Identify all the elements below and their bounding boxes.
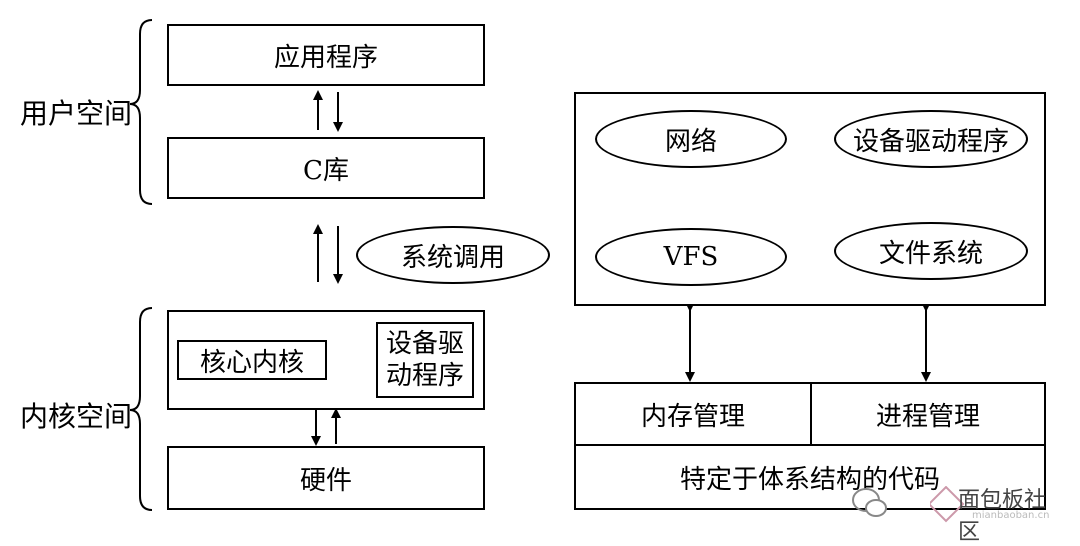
left-device-driver-line1: 设备驱 [385,329,464,359]
network-ellipse: 网络 [595,110,787,168]
watermark-text: 面包板社区 [958,488,1047,545]
right-device-driver-ellipse: 设备驱动程序 [834,110,1028,168]
hardware-label: 硬件 [299,465,352,496]
filesystem-label: 文件系统 [878,238,983,269]
left-device-driver-box: 设备驱 动程序 [376,322,474,398]
arch-code-label: 特定于体系结构的代码 [679,464,940,495]
watermark-subtext: mianbaoban.cn [972,510,1050,521]
user-space-brace [129,19,153,205]
logo-icon [930,486,965,523]
memory-mgmt-box: 内存管理 [574,382,812,446]
hardware-box: 硬件 [167,446,485,510]
memory-mgmt-label: 内存管理 [640,401,745,432]
syscall-ellipse: 系统调用 [356,226,550,284]
kernel-space-label: 内核空间 [20,400,133,433]
vfs-label: VFS [663,242,719,272]
filesystem-ellipse: 文件系统 [834,222,1028,280]
vfs-ellipse: VFS [595,228,787,286]
clib-label: C库 [303,155,349,186]
clib-box: C库 [167,137,485,199]
process-mgmt-label: 进程管理 [875,401,980,432]
watermark: 面包板社区 mianbaoban.cn [850,478,1060,545]
network-label: 网络 [664,126,717,157]
kernel-space-brace [129,307,153,511]
process-mgmt-box: 进程管理 [810,382,1046,446]
syscall-label: 系统调用 [400,242,505,273]
right-device-driver-label: 设备驱动程序 [852,126,1009,157]
core-kernel-label: 核心内核 [199,347,304,378]
app-box: 应用程序 [167,24,485,86]
wechat-icon [852,488,887,517]
arch-code-box: 特定于体系结构的代码 [574,444,1046,510]
user-space-label: 用户空间 [20,97,133,130]
left-device-driver-line2: 动程序 [385,361,464,391]
core-kernel-box: 核心内核 [177,340,327,380]
app-label: 应用程序 [273,42,378,73]
